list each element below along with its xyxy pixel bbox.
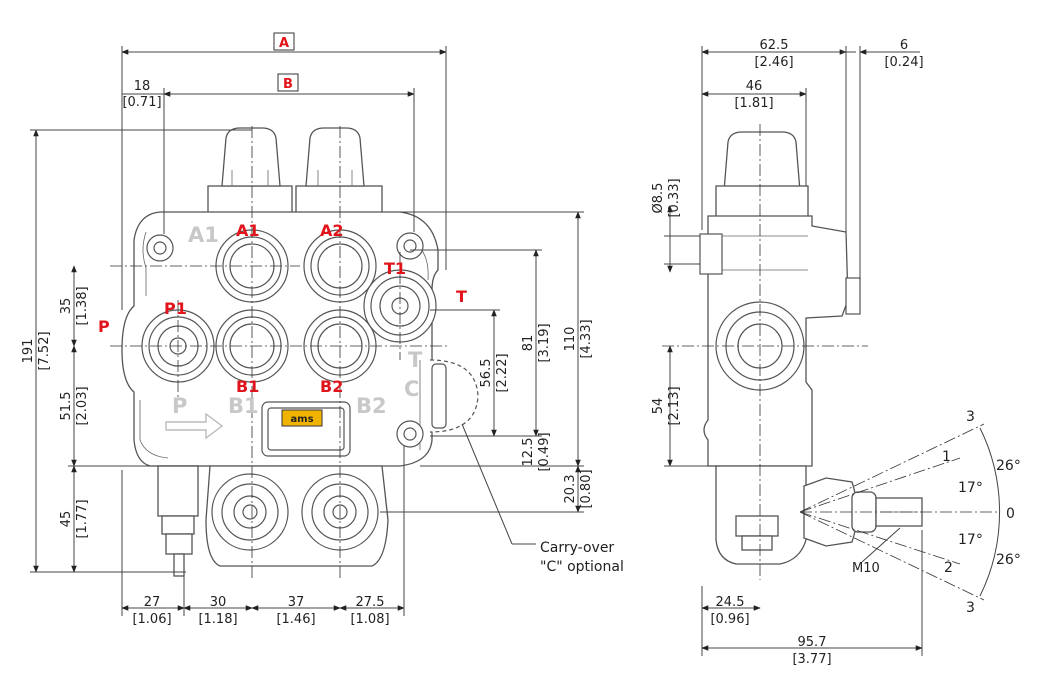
note-line2: "C" optional xyxy=(540,559,624,575)
spool-cap-a2 xyxy=(295,127,383,217)
lever-pos-2: 2 xyxy=(944,560,953,576)
label-b1: B1 xyxy=(236,377,259,396)
dim-191-in: [7.52] xyxy=(37,331,52,370)
dim-56-5: 56.5 xyxy=(479,359,494,388)
label-t: T xyxy=(456,287,467,306)
engraved-p: P xyxy=(172,394,187,418)
flow-arrow-icon xyxy=(165,412,224,440)
relief-valve xyxy=(157,465,199,577)
nameplate: ams xyxy=(261,401,351,457)
dim-37: 37 xyxy=(288,595,305,610)
box-a-label: A xyxy=(279,36,289,51)
label-a2: A2 xyxy=(320,221,344,240)
side-view xyxy=(662,124,1000,601)
spool-cap-a1 xyxy=(207,127,293,217)
dim-46: 46 xyxy=(746,79,763,94)
port-t1 xyxy=(363,269,437,343)
dim-95-7: 95.7 xyxy=(798,635,827,650)
dim-46-in: [1.81] xyxy=(734,96,773,111)
engraved-t: T xyxy=(408,348,423,372)
dim-27-5-in: [1.08] xyxy=(350,612,389,627)
dim-35: 35 xyxy=(59,298,74,315)
engraved-b2: B2 xyxy=(356,394,387,418)
dim-6: 6 xyxy=(900,38,908,53)
dim-24-5-in: [0.96] xyxy=(710,612,749,627)
dim-51-5-in: [2.03] xyxy=(75,386,90,425)
dim-30-in: [1.18] xyxy=(198,612,237,627)
dim-6-in: [0.24] xyxy=(884,55,923,70)
dim-dia8-5-in: [0.33] xyxy=(667,178,682,217)
label-b2: B2 xyxy=(320,377,343,396)
dim-30: 30 xyxy=(210,595,227,610)
lever-pos-0: 0 xyxy=(1006,506,1015,522)
lever-angle-17-bot: 17° xyxy=(958,532,983,548)
label-a1: A1 xyxy=(236,221,260,240)
dim-81: 81 xyxy=(521,335,536,352)
box-b-frame xyxy=(277,73,299,92)
dim-45: 45 xyxy=(59,511,74,528)
dim-45-in: [1.77] xyxy=(75,499,90,538)
lever-pos-3-bot: 3 xyxy=(966,600,975,616)
box-b-label: B xyxy=(283,77,293,92)
box-a-frame xyxy=(273,32,295,51)
dim-27-in: [1.06] xyxy=(132,612,171,627)
dim-54: 54 xyxy=(651,398,666,415)
lever-pos-3-top: 3 xyxy=(966,409,975,425)
thread-m10: M10 xyxy=(852,561,880,576)
lever-angle-26-bot: 26° xyxy=(996,552,1021,568)
dim-dia8-5: Ø8.5 xyxy=(651,183,666,214)
dim-56-5-in: [2.22] xyxy=(495,353,510,392)
dim-18: 18 xyxy=(134,79,151,94)
dim-37-in: [1.46] xyxy=(276,612,315,627)
dim-12-5: 12.5 xyxy=(521,438,536,467)
front-dimensions xyxy=(30,46,584,616)
note-line1: Carry-over xyxy=(540,540,614,556)
dim-81-in: [3.19] xyxy=(537,323,552,362)
engraved-a1: A1 xyxy=(188,223,219,247)
dim-27-5: 27.5 xyxy=(356,595,385,610)
logo-text: ams xyxy=(290,414,313,425)
dim-18-in: [0.71] xyxy=(122,95,161,110)
label-p: P xyxy=(98,317,110,336)
engraved-c: C xyxy=(404,377,419,401)
label-t1: T1 xyxy=(384,259,406,278)
lever-pos-1: 1 xyxy=(942,449,951,465)
dim-191: 191 xyxy=(21,339,36,364)
dim-110-in: [4.33] xyxy=(579,319,594,358)
dim-35-in: [1.38] xyxy=(75,286,90,325)
dim-20-3: 20.3 xyxy=(563,475,578,504)
dim-95-7-in: [3.77] xyxy=(792,652,831,667)
dim-20-3-in: [0.80] xyxy=(579,469,594,508)
dim-12-5-in: [0.49] xyxy=(537,432,552,471)
dim-110: 110 xyxy=(563,327,578,352)
dim-51-5: 51.5 xyxy=(59,392,74,421)
side-dimensions xyxy=(664,46,1001,656)
dim-62-5: 62.5 xyxy=(760,38,789,53)
lever-angle-26-top: 26° xyxy=(996,458,1021,474)
lever-angle-17-top: 17° xyxy=(958,480,983,496)
dim-62-5-in: [2.46] xyxy=(754,55,793,70)
label-p1: P1 xyxy=(164,299,187,318)
dim-24-5: 24.5 xyxy=(716,595,745,610)
dim-54-in: [2.13] xyxy=(667,386,682,425)
engraved-b1: B1 xyxy=(228,394,259,418)
dim-27: 27 xyxy=(144,595,161,610)
front-view: ams xyxy=(110,126,479,580)
